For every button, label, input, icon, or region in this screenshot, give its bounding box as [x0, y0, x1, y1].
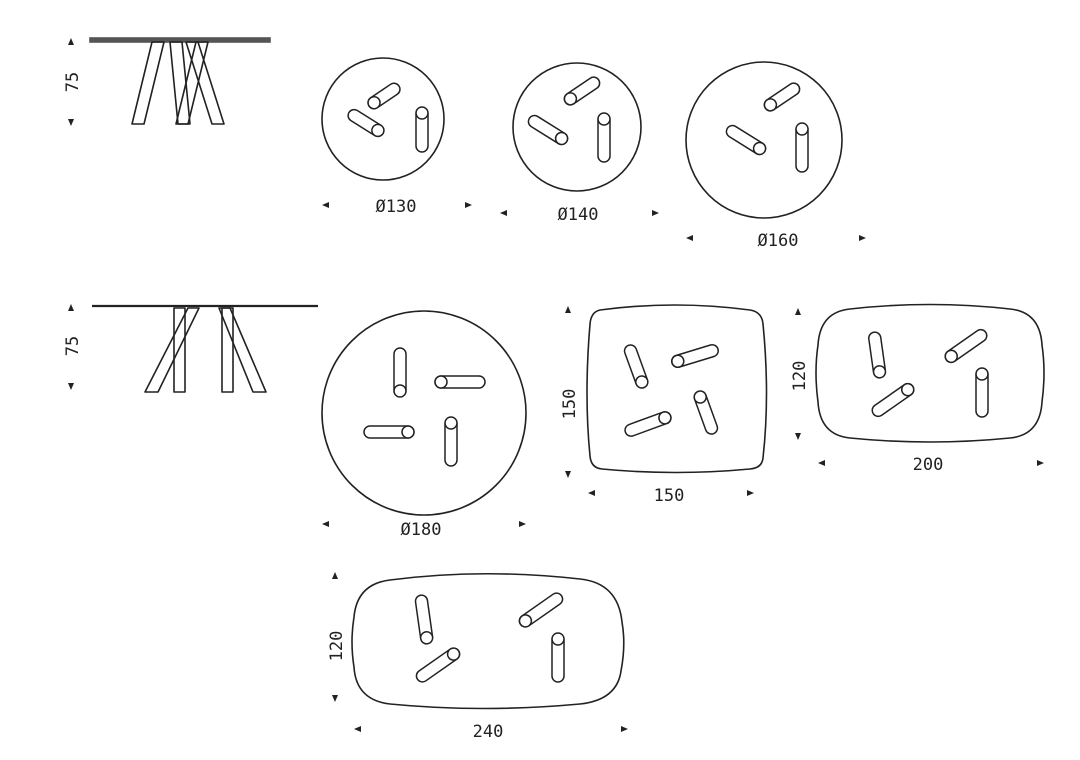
table-round-160: Ø160 — [685, 61, 866, 251]
depth-label: 120 — [790, 361, 810, 392]
tabletop-rectangle — [815, 303, 1045, 443]
width-label: 240 — [473, 722, 504, 742]
arrow-right — [859, 235, 866, 241]
table-rectangle-240: 120 240 — [327, 572, 628, 742]
depth-label: 150 — [560, 389, 580, 420]
tabletop-square — [586, 304, 768, 474]
arrow-up — [795, 308, 801, 315]
table-round-140: Ø140 — [500, 62, 659, 225]
arrow-right — [747, 490, 754, 496]
diameter-label: Ø130 — [376, 197, 417, 217]
legs-top-view — [363, 347, 486, 467]
tabletop-round — [321, 57, 445, 181]
height-dimension-row1: 75 — [63, 38, 83, 126]
width-label: 150 — [654, 486, 685, 506]
table-rectangle-200: 120 200 — [790, 303, 1045, 475]
table-round-180: Ø180 — [321, 310, 527, 540]
arrow-down — [68, 383, 74, 390]
arrow-down — [795, 433, 801, 440]
tabletop-round — [321, 310, 527, 516]
diameter-label: Ø140 — [558, 205, 599, 225]
legs-top-view — [527, 76, 611, 163]
height-label: 75 — [63, 72, 83, 92]
side-view-row1 — [89, 37, 271, 125]
arrow-down — [565, 471, 571, 478]
width-label: 200 — [913, 455, 944, 475]
height-label: 75 — [63, 336, 83, 356]
diameter-label: Ø160 — [758, 231, 799, 251]
legs-top-view — [868, 328, 989, 418]
arrow-right — [465, 202, 472, 208]
arrow-left — [588, 490, 595, 496]
arrow-down — [68, 119, 74, 126]
diameter-label: Ø180 — [401, 520, 442, 540]
arrow-left — [322, 521, 329, 527]
arrow-left — [322, 202, 329, 208]
arrow-up — [68, 38, 74, 45]
table-square-150: 150 150 — [560, 304, 768, 506]
tabletop-round — [685, 61, 843, 219]
arrow-right — [1037, 460, 1044, 466]
arrow-left — [818, 460, 825, 466]
legs-top-view — [725, 82, 809, 173]
legs-top-view — [414, 592, 565, 683]
arrow-right — [519, 521, 526, 527]
tabletop-rectangle — [351, 572, 625, 710]
arrow-up — [68, 304, 74, 311]
table-legs-side — [144, 307, 267, 393]
table-round-130: Ø130 — [321, 57, 472, 217]
arrow-down — [332, 695, 338, 702]
arrow-left — [500, 210, 507, 216]
tabletop-round — [512, 62, 642, 192]
side-view-row2 — [92, 304, 318, 393]
arrow-right — [652, 210, 659, 216]
arrow-right — [621, 726, 628, 732]
legs-top-view — [347, 82, 429, 153]
height-dimension-row2: 75 — [63, 304, 83, 390]
legs-top-view — [623, 343, 719, 437]
arrow-left — [686, 235, 693, 241]
arrow-up — [332, 572, 338, 579]
table-legs-side — [131, 41, 225, 125]
depth-label: 120 — [327, 631, 347, 662]
arrow-up — [565, 306, 571, 313]
arrow-left — [354, 726, 361, 732]
